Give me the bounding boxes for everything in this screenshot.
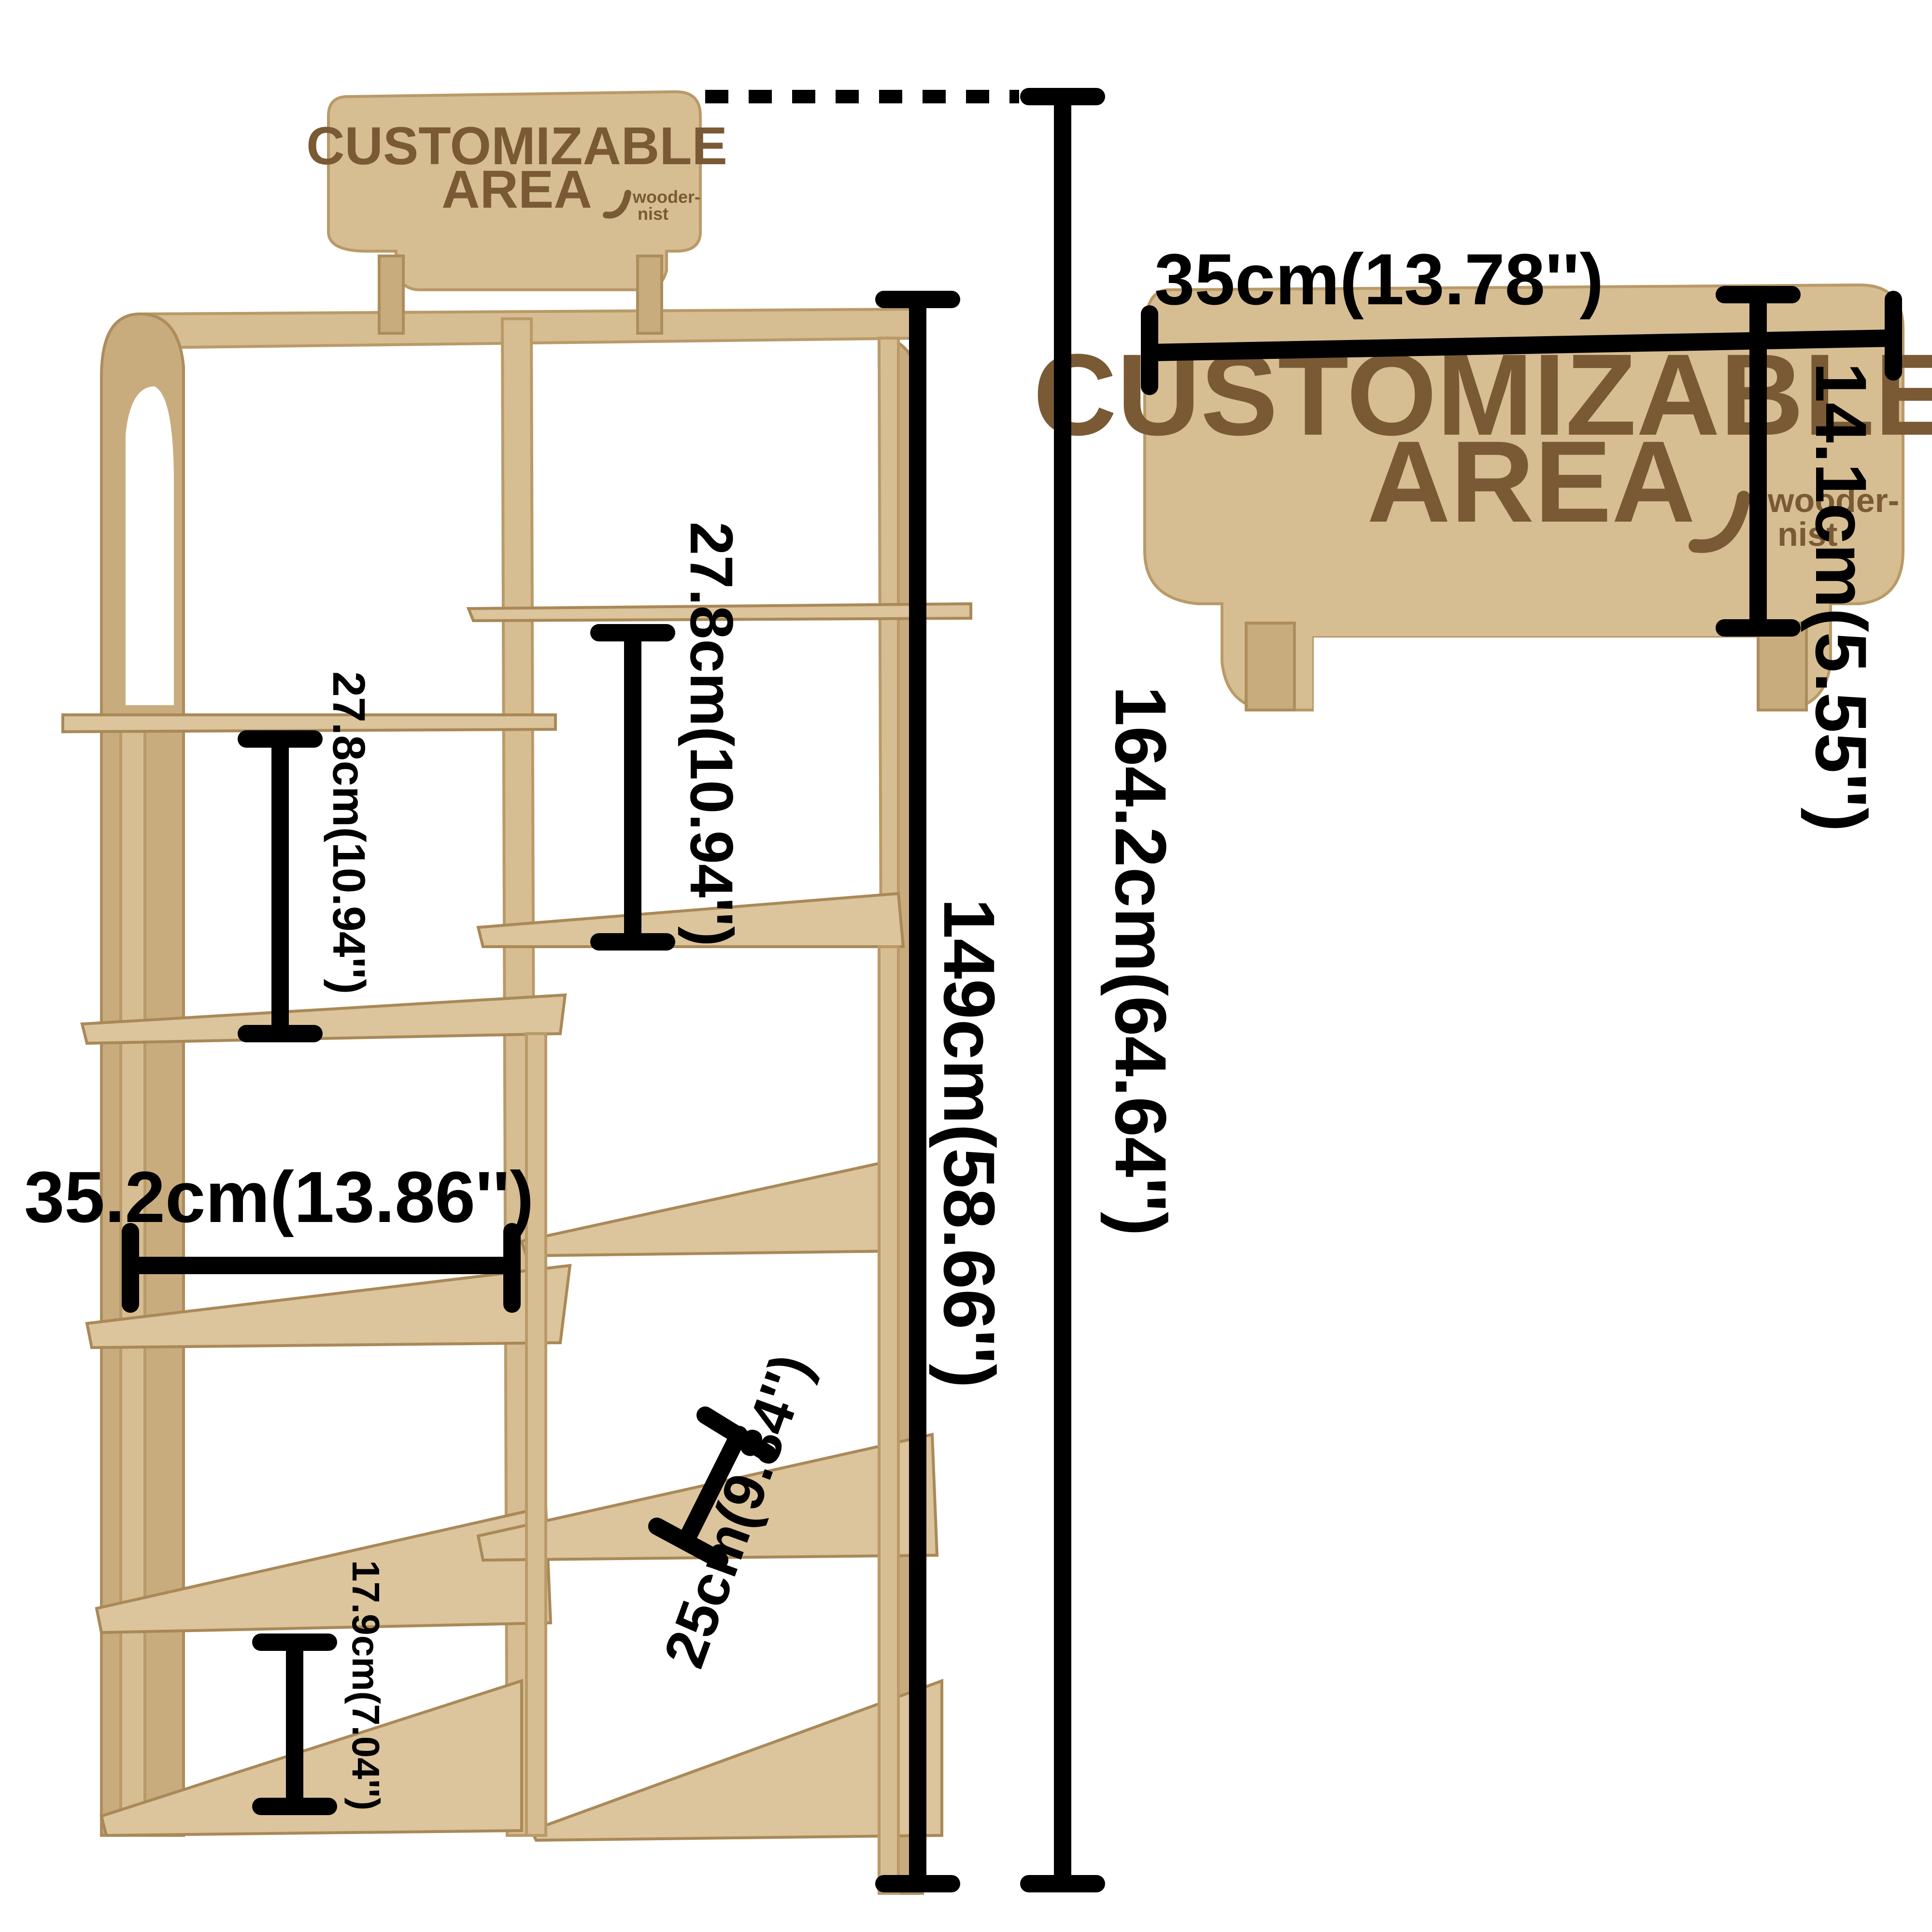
shelf-height-label: 149cm(58.66'') xyxy=(929,898,1010,1388)
sign-detail-brand-line1: wooder- xyxy=(1767,482,1899,519)
sign-width-label: 35cm(13.78'') xyxy=(1154,239,1604,320)
dim-shelf-width: 35.2cm(13.86'') xyxy=(24,1156,534,1313)
brand-logo-icon xyxy=(603,190,631,219)
dim-gap-right-upper: 27.8cm(10.94'') xyxy=(590,522,745,951)
sign-detail-tab-right xyxy=(1757,622,1808,711)
gap-left-upper-label: 27.8cm(10.94'') xyxy=(323,671,374,994)
shelf-left-1 xyxy=(61,713,557,734)
sign-detail-notch xyxy=(1314,638,1768,715)
sign-detail-logo-icon xyxy=(1689,491,1750,553)
sign-brand-line1: wooder- xyxy=(632,187,700,207)
dim-shelf-height: 149cm(58.66'') xyxy=(875,291,1010,1892)
sign-height-label: 14.1cm(5.55'') xyxy=(1801,362,1882,832)
sign-text-line1: CUSTOMIZABLE xyxy=(306,116,727,176)
dim-sign-height: 14.1cm(5.55'') xyxy=(1716,286,1882,832)
left-arch-cutout xyxy=(126,386,174,705)
sign-text-line2: AREA xyxy=(441,160,592,219)
sign-detail-line2: AREA xyxy=(1367,417,1695,546)
shelf-width-label: 35.2cm(13.86'') xyxy=(24,1156,534,1237)
dim-sign-width: 35cm(13.78'') xyxy=(1141,239,1902,395)
bookshelf-unit xyxy=(61,307,972,1895)
sign-detail-brand-line2: nist xyxy=(1777,515,1837,553)
sign-brand-line2: nist xyxy=(638,204,668,224)
shelf-left-5 xyxy=(99,1678,523,1837)
dim-gap-left-upper: 27.8cm(10.94'') xyxy=(238,671,374,1042)
gap-left-bottom-label: 17.9cm(7.04'') xyxy=(344,1560,387,1810)
sign-tab-left xyxy=(378,255,405,335)
top-sign: CUSTOMIZABLE AREA wooder- nist xyxy=(306,90,727,335)
gap-right-upper-label: 27.8cm(10.94'') xyxy=(678,522,745,946)
total-height-label: 164.2cm(64.64'') xyxy=(1100,686,1181,1236)
shelf-right-2 xyxy=(476,892,905,948)
dim-total-height: 164.2cm(64.64'') xyxy=(1020,88,1181,1892)
shelf-left-3 xyxy=(85,1264,572,1350)
dim-gap-left-bottom: 17.9cm(7.04'') xyxy=(252,1560,387,1815)
shelf-left-4 xyxy=(95,1505,553,1634)
sign-detail-tab-left xyxy=(1245,622,1296,711)
shelf-left-2 xyxy=(80,993,567,1045)
lower-right-divider xyxy=(878,945,900,1895)
shelf-right-5 xyxy=(529,1678,943,1842)
sign-tab-right xyxy=(636,255,663,335)
lower-left-divider xyxy=(525,1032,547,1837)
shelf-right-1 xyxy=(466,602,972,623)
shelf-right-3 xyxy=(520,1157,900,1258)
